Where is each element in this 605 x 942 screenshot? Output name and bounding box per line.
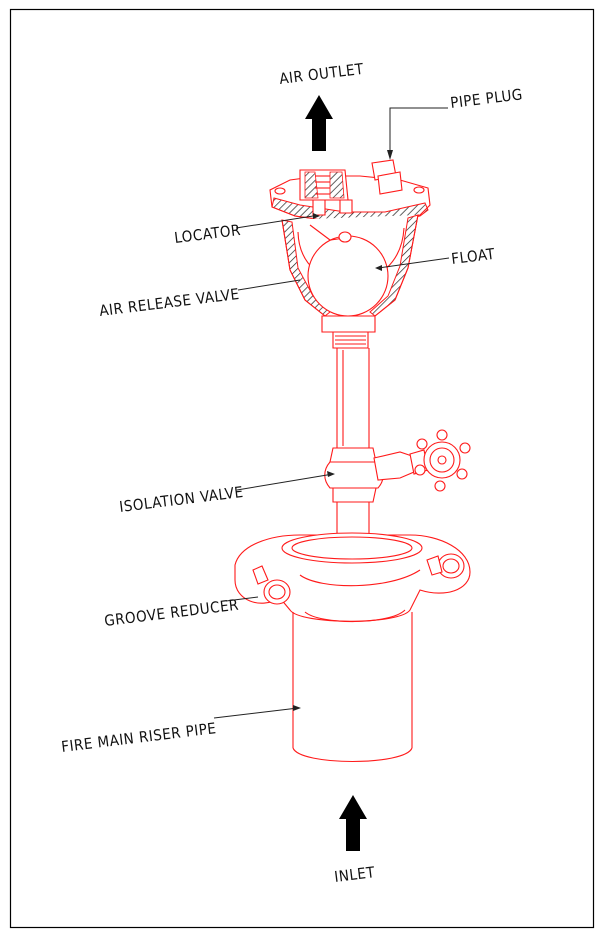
label-fire-main-riser-pipe: FIRE MAIN RISER PIPE [60,719,217,756]
air-release-valve-body [269,159,431,349]
label-air-release-valve: AIR RELEASE VALVE [98,285,240,320]
riser-nipple-pipe [336,348,370,448]
sheet-border [9,8,595,929]
label-groove-reducer: GROOVE REDUCER [103,596,240,630]
fire-main-riser-pipe [292,612,413,763]
isolation-valve [324,429,471,552]
label-pipe-plug: PIPE PLUG [449,85,523,112]
label-locator: LOCATOR [173,221,242,247]
label-air-outlet: AIR OUTLET [278,60,365,88]
groove-reducer [234,532,471,623]
label-isolation-valve: ISOLATION VALVE [118,483,244,516]
air-outlet-arrow [305,95,333,151]
inlet-arrow [339,795,367,851]
leader-lines [213,107,450,719]
label-float: FLOAT [450,245,496,268]
label-inlet: INLET [333,863,376,886]
